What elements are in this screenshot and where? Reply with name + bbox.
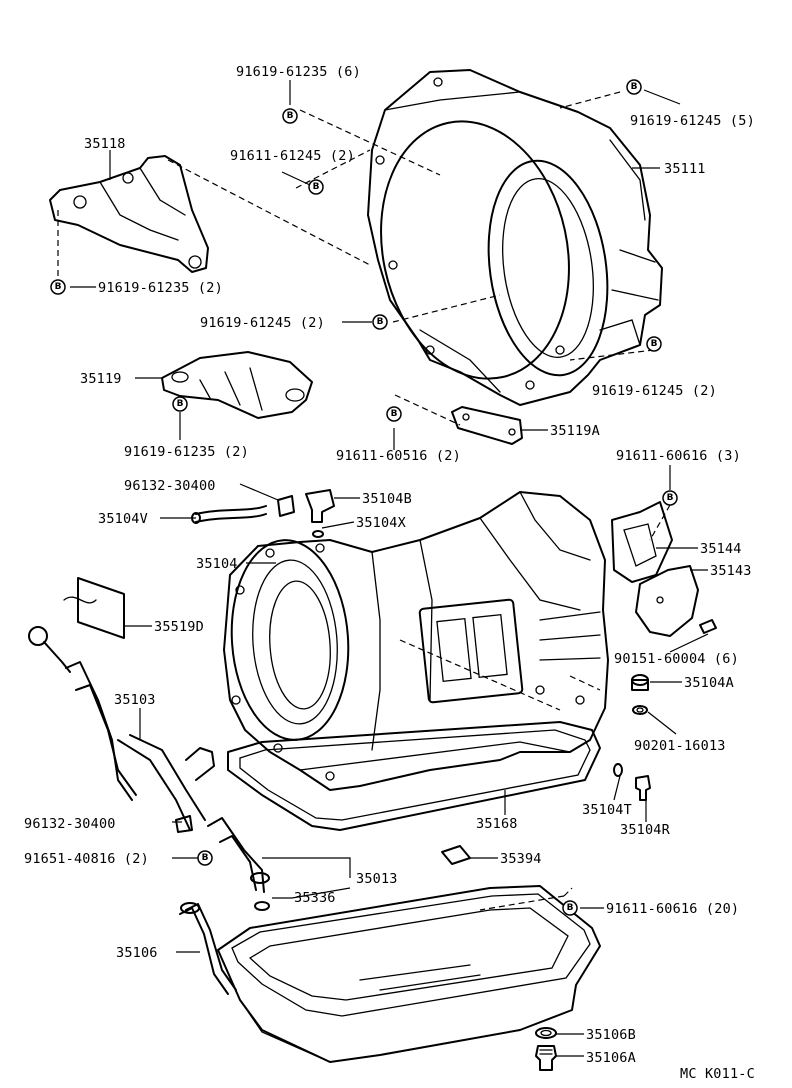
label-35168: 35168 [476, 816, 518, 832]
bracket-35119 [161, 351, 313, 419]
transmission-case [223, 491, 609, 791]
bolt-marker-2: B [626, 79, 642, 95]
bolt-marker-5: B [372, 314, 388, 330]
svg-text:B: B [287, 111, 294, 121]
alignment-lines [57, 91, 671, 911]
diagram-code: MC K011-C [680, 1066, 755, 1082]
label-35143: 35143 [710, 563, 752, 579]
label-35104A: 35104A [684, 675, 734, 691]
svg-text:B: B [313, 182, 320, 192]
drain-plug-parts [535, 1027, 557, 1071]
label-91611-60616-3: 91611-60616 (3) [616, 448, 741, 464]
label-35104V: 35104V [98, 511, 148, 527]
label-91651-40816-2: 91651-40816 (2) [24, 851, 149, 867]
label-35106: 35106 [116, 945, 158, 961]
label-35104: 35104 [196, 556, 238, 572]
bolt-marker-4: B [50, 279, 66, 295]
label-35111: 35111 [664, 161, 706, 177]
bolt-marker-6: B [646, 336, 662, 352]
label-35013: 35013 [356, 871, 398, 887]
bracket-35118 [49, 155, 209, 273]
label-35104R: 35104R [620, 822, 671, 838]
label-35144: 35144 [700, 541, 742, 557]
label-35394: 35394 [500, 851, 542, 867]
transmission-housing [367, 69, 663, 406]
label-96132-30400b: 96132-30400 [24, 816, 116, 832]
label-90201-16013: 90201-16013 [634, 738, 726, 754]
svg-text:B: B [667, 493, 674, 503]
label-35104X: 35104X [356, 515, 406, 531]
label-35119: 35119 [80, 371, 122, 387]
bolt-marker-8: B [386, 406, 402, 422]
plate-35119A [451, 406, 523, 445]
label-91611-60516-2: 91611-60516 (2) [336, 448, 461, 464]
label-35103: 35103 [114, 692, 156, 708]
label-91611-61245-2: 91611-61245 (2) [230, 148, 355, 164]
svg-text:B: B [567, 903, 574, 913]
bolt-marker-1: B [282, 108, 298, 124]
svg-text:B: B [177, 399, 184, 409]
label-35336: 35336 [294, 890, 336, 906]
bolt-marker-11: B [562, 900, 578, 916]
label-35104T: 35104T [582, 802, 632, 818]
label-35118: 35118 [84, 136, 126, 152]
label-96132-30400a: 96132-30400 [124, 478, 216, 494]
label-91619-61235-2b: 91619-61235 (2) [124, 444, 249, 460]
label-35106A: 35106A [586, 1050, 636, 1066]
gasket-35394 [441, 845, 471, 865]
label-91619-61245-2a: 91619-61245 (2) [200, 315, 325, 331]
breather-parts [191, 489, 335, 538]
label-35104B: 35104B [362, 491, 412, 507]
oil-pan-gasket [227, 721, 601, 831]
small-parts-right [613, 619, 717, 801]
svg-text:B: B [202, 853, 209, 863]
label-91619-61235-2a: 91619-61235 (2) [98, 280, 223, 296]
label-35119A: 35119A [550, 423, 600, 439]
bolt-marker-3: B [308, 179, 324, 195]
leader-lines [70, 80, 709, 1057]
bolt-marker-10: B [197, 850, 213, 866]
label-91619-61245-2b: 91619-61245 (2) [592, 383, 717, 399]
svg-text:B: B [55, 282, 62, 292]
covers [611, 501, 699, 637]
svg-text:B: B [651, 339, 658, 349]
bolt-marker-9: B [662, 490, 678, 506]
bolt-marker-7: B [172, 396, 188, 412]
part-labels: 91619-61235 (6) 91619-61245 (5) 35118 91… [24, 64, 755, 1082]
svg-text:B: B [631, 82, 638, 92]
svg-text:B: B [377, 317, 384, 327]
label-35519D: 35519D [154, 619, 204, 635]
svg-text:B: B [391, 409, 398, 419]
label-90151-60004-6: 90151-60004 (6) [614, 651, 739, 667]
label-91611-60616-20: 91611-60616 (20) [606, 901, 739, 917]
dipstick-and-tube [28, 626, 270, 911]
oil-pan [179, 885, 601, 1063]
caution-label [63, 577, 125, 639]
label-91619-61235-6: 91619-61235 (6) [236, 64, 361, 80]
label-35106B: 35106B [586, 1027, 636, 1043]
label-91619-61245-5: 91619-61245 (5) [630, 113, 755, 129]
